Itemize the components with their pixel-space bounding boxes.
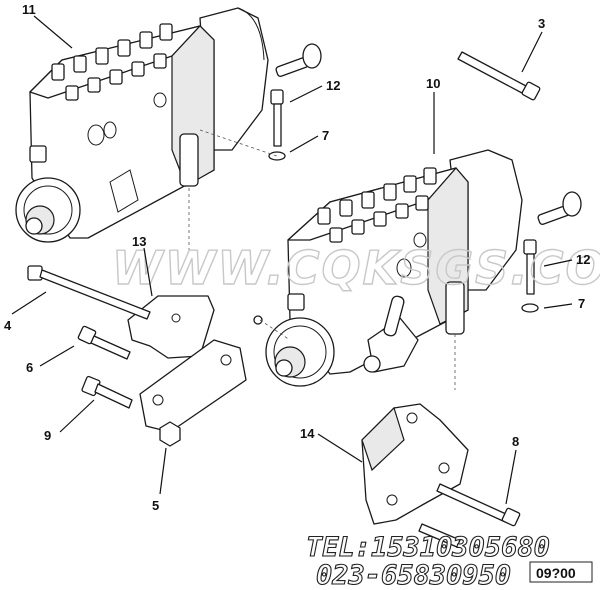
bolt-4 [27,265,151,320]
callout-11: 11 [22,2,36,17]
drawing-code-box [529,561,593,583]
contact-phone: 023-65830950 [316,560,511,590]
callout-8: 8 [512,434,519,449]
callouts: 11 3 12 7 10 12 7 13 4 6 9 5 14 8 [4,2,590,513]
callout-13: 13 [132,234,146,249]
bolt-12-upper [270,89,284,147]
nut-5 [159,421,181,447]
callout-10: 10 [426,76,440,91]
small-ring [253,315,263,325]
fuel-pump-left [15,7,269,250]
fuel-pump-right [265,149,523,390]
callout-14: 14 [300,426,315,441]
pin-upper-right [537,191,582,225]
bolt-6 [77,325,131,360]
mounting-bracket-14 [361,403,469,525]
callout-5: 5 [152,498,159,513]
drawing-code: 09?00 [536,565,576,581]
callout-3: 3 [538,16,545,31]
injector-fittings-left [51,23,173,101]
callout-7-lower: 7 [578,296,585,311]
washer-7-lower [521,303,539,313]
bolt-12-lower [523,239,537,295]
bolt-8 [436,483,521,527]
callout-12-lower: 12 [576,252,590,267]
callout-9: 9 [44,428,51,443]
bolt-9 [81,375,133,409]
drive-flange-right [265,293,335,387]
watermark-text: WWW.CQKSGS.COM [112,241,600,295]
contact-tel: TEL:15310305680 [306,532,550,563]
stud-lower [418,523,461,548]
fitting-assembly-right [363,281,465,390]
drive-flange-left [15,145,81,243]
callout-6: 6 [26,360,33,375]
callout-12-upper: 12 [326,78,340,93]
callout-7-upper: 7 [322,128,329,143]
pin-upper-left [275,43,322,77]
washer-7-upper [268,151,286,161]
injector-fittings-right [317,167,437,243]
callout-4: 4 [4,318,12,333]
bolt-3 [457,51,541,101]
